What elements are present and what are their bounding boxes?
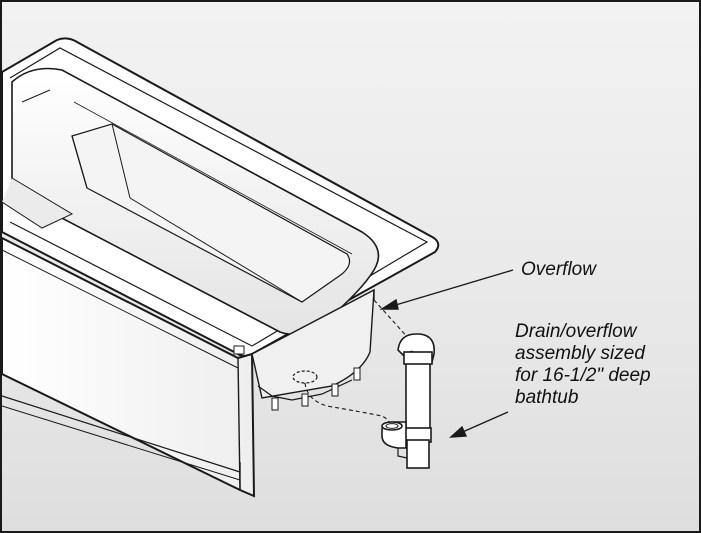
drain-label-line: bathtub [515, 387, 579, 408]
tub-apron [2, 236, 256, 498]
callout-arrows [379, 269, 514, 438]
drain-label-line: for 16-1/2" deep [515, 365, 651, 386]
overflow-label: Overflow [521, 259, 596, 280]
drain-overflow-assembly [381, 333, 436, 469]
drain-label-line: assembly sized [515, 343, 645, 364]
tub-underside [251, 288, 375, 411]
drain-assembly-label: Drain/overflow assembly sized for 16-1/2… [515, 321, 651, 409]
drain-hole [292, 370, 318, 384]
drain-label-line: Drain/overflow [515, 321, 637, 342]
